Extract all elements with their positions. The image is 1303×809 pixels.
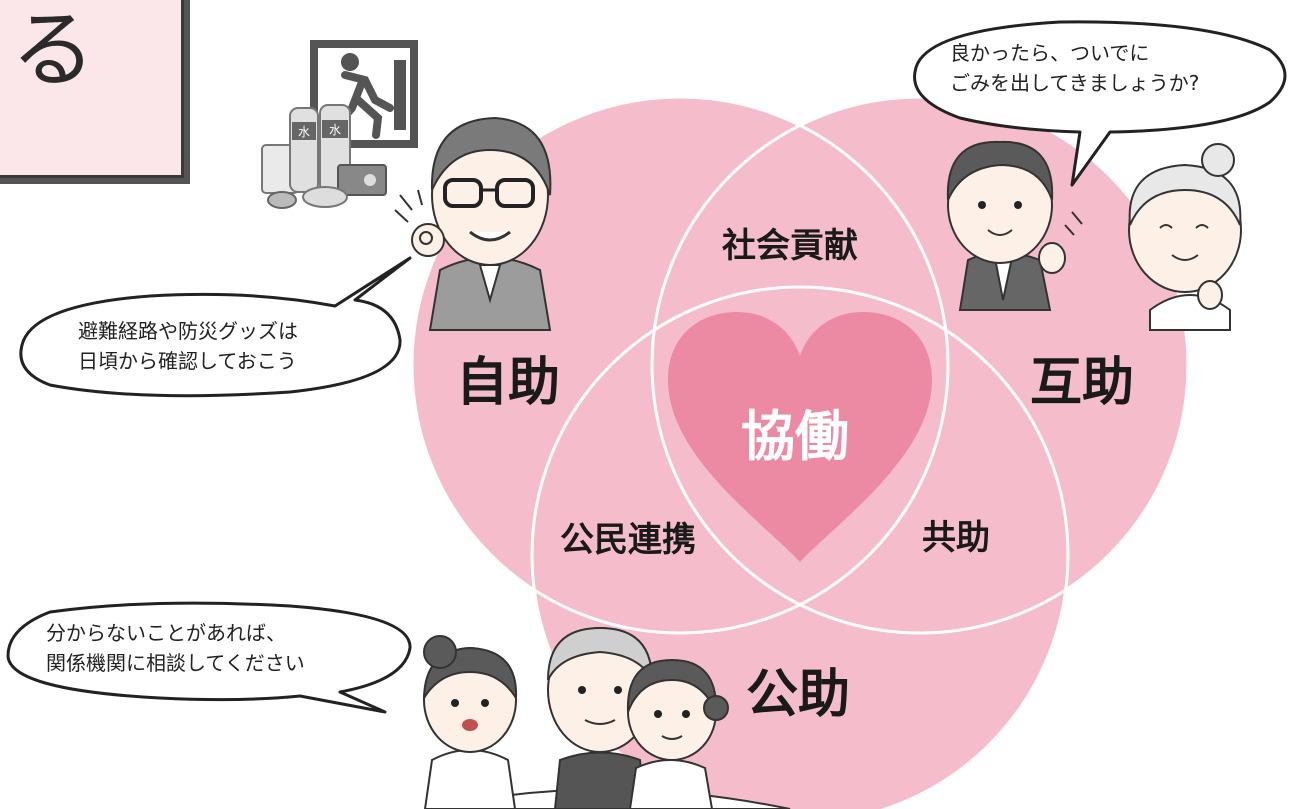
label-public-private: 公民連携 — [560, 520, 696, 560]
bubble-top-right-line1: 良かったら、ついでに — [950, 41, 1150, 65]
speech-bubble-bottom-left — [6, 601, 412, 714]
label-public-help: 公助 — [746, 665, 851, 725]
bubble-bottom-left-line1: 分からないことがあれば、 — [46, 621, 286, 645]
man-with-glasses-illustration — [394, 116, 552, 331]
emergency-supplies-illustration: 水 水 — [261, 104, 387, 209]
speech-bubble-left — [19, 256, 412, 398]
bubble-bottom-left-text: 分からないことがあれば、 関係機関に相談してください — [46, 618, 305, 678]
label-center: 協働 — [741, 405, 849, 468]
bubble-left-line1: 避難経路や防災グッズは — [78, 319, 298, 343]
young-man-pointing-illustration — [946, 140, 1083, 311]
svg-text:水: 水 — [298, 125, 310, 139]
three-people-consulting-illustration — [422, 626, 791, 809]
corner-title-box: る — [0, 0, 184, 178]
label-self-help: 自助 — [456, 353, 561, 413]
label-co-help: 共助 — [922, 518, 990, 558]
label-mutual-help: 互助 — [1030, 353, 1135, 413]
speech-bubble-top-right — [913, 20, 1287, 187]
bubble-left-text: 避難経路や防災グッズは 日頃から確認しておこう — [78, 316, 298, 376]
label-social-contribution: 社会貢献 — [722, 226, 858, 266]
svg-text:水: 水 — [329, 123, 341, 137]
elderly-woman-illustration — [1128, 143, 1242, 331]
bubble-top-right-line2: ごみを出してきましょうか? — [950, 71, 1200, 95]
bubble-left-line2: 日頃から確認しておこう — [78, 349, 297, 373]
bubble-top-right-text: 良かったら、ついでに ごみを出してきましょうか? — [950, 38, 1199, 98]
heart-shape — [668, 312, 932, 562]
bubble-bottom-left-line2: 関係機関に相談してください — [46, 651, 305, 675]
corner-title-char: る — [11, 1, 96, 99]
